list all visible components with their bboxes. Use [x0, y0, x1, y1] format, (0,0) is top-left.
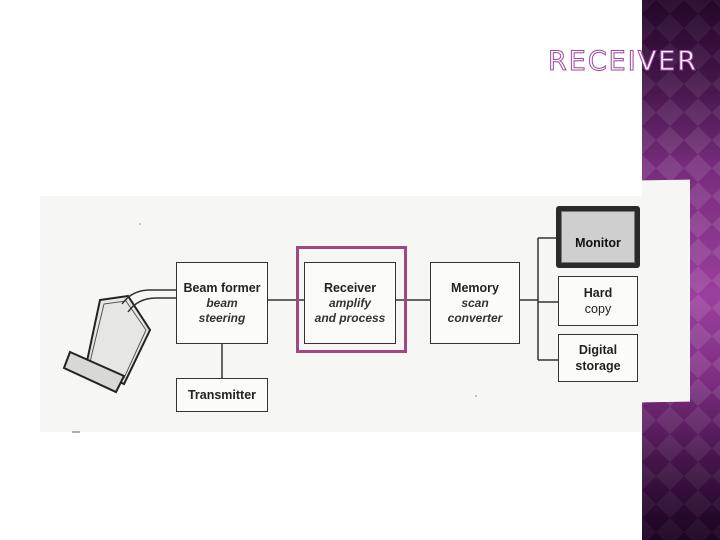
beam-former-subtitle-2: steering: [198, 311, 246, 325]
probe-cable-lower: [127, 297, 176, 313]
receiver-subtitle-2: and process: [314, 311, 386, 325]
memory-subtitle-1: scan: [461, 296, 489, 310]
digital-storage-box: Digital storage: [558, 334, 638, 382]
hard-copy-box: Hard copy: [558, 276, 638, 326]
transmitter-box: Transmitter: [176, 378, 268, 412]
hard-copy-title-2: copy: [584, 302, 612, 316]
receiver-subtitle-1: amplify: [328, 296, 371, 310]
memory-box: Memory scan converter: [430, 262, 520, 344]
digital-storage-title-2: storage: [575, 359, 621, 373]
slide-title: RECEIVER: [548, 46, 698, 78]
receiver-box: Receiver amplify and process: [304, 262, 396, 344]
beam-former-subtitle-1: beam: [206, 296, 238, 310]
ultrasound-probe-icon: [62, 294, 152, 394]
memory-title: Memory: [451, 281, 499, 295]
beam-former-title: Beam former: [183, 281, 261, 295]
transmitter-title: Transmitter: [187, 388, 257, 402]
monitor-box: Monitor: [561, 211, 635, 263]
probe-cable-upper: [121, 289, 176, 305]
monitor-title: Monitor: [575, 236, 621, 250]
digital-storage-title-1: Digital: [578, 343, 618, 357]
receiver-title: Receiver: [323, 281, 377, 295]
memory-subtitle-2: converter: [447, 311, 503, 325]
hard-copy-title-1: Hard: [583, 286, 613, 300]
receiver-highlight-frame: [296, 246, 407, 353]
beam-former-box: Beam former beam steering: [176, 262, 268, 344]
